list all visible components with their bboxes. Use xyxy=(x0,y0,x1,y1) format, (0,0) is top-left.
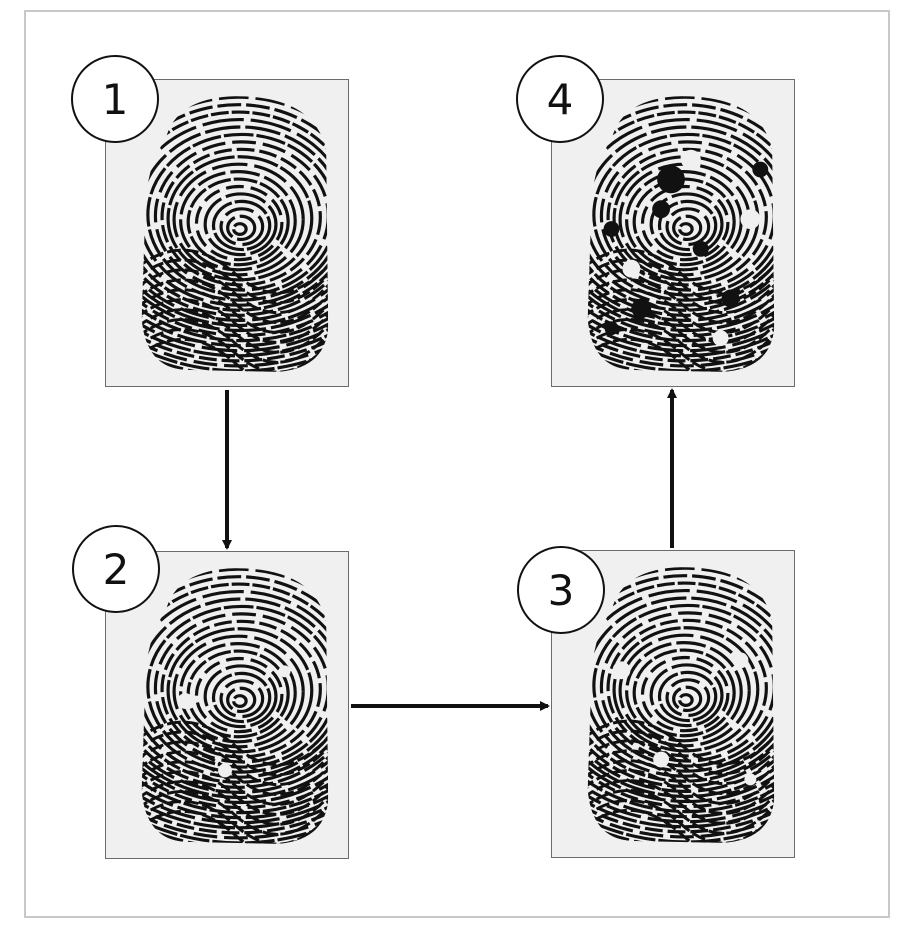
step-number-4: 4 xyxy=(547,75,574,124)
step-number-3: 3 xyxy=(548,566,575,615)
step-badge-2: 2 xyxy=(72,525,160,613)
step-badge-1: 1 xyxy=(71,55,159,143)
step-number-2: 2 xyxy=(103,545,130,594)
step-badge-3: 3 xyxy=(517,546,605,634)
step-badge-4: 4 xyxy=(516,55,604,143)
step-number-1: 1 xyxy=(102,75,129,124)
